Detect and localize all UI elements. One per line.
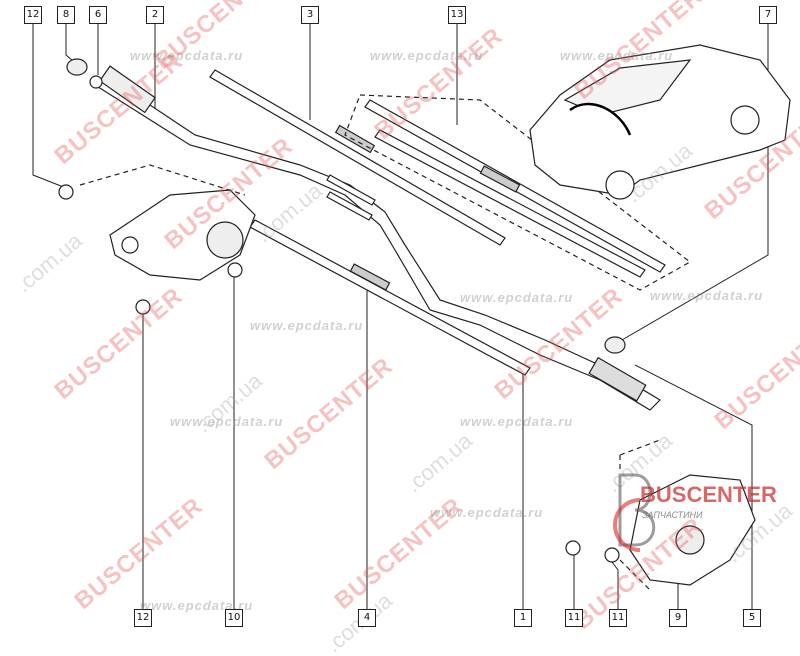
nut-12-top	[58, 184, 74, 200]
callout-top-8: 8	[57, 6, 75, 24]
callout-top-2: 2	[146, 6, 164, 24]
logo-name: BUSCENTER	[640, 482, 777, 507]
callout-bottom-12: 12	[134, 609, 152, 627]
nut-6	[89, 75, 103, 89]
callout-top-7: 7	[759, 6, 777, 24]
nut-11	[604, 547, 620, 563]
car-illustration	[529, 44, 791, 200]
bolt-11	[565, 540, 581, 556]
callout-top-12: 12	[24, 6, 42, 24]
wiper-motor-9	[619, 439, 756, 591]
small-linkage	[326, 174, 376, 221]
wiper-blade-3	[209, 69, 506, 246]
callout-top-3: 3	[301, 6, 319, 24]
cap-7	[604, 336, 626, 354]
callout-bottom-5: 5	[743, 609, 761, 627]
leader-line	[611, 561, 619, 610]
callout-top-13: 13	[448, 6, 466, 24]
callout-bottom-10: 10	[225, 609, 243, 627]
wiper-blade-4	[249, 219, 531, 376]
callout-bottom-9: 9	[669, 609, 687, 627]
leader-line	[634, 364, 753, 610]
cap-8	[66, 58, 88, 76]
wiper-blade-set-13	[344, 94, 692, 291]
leader-line	[65, 23, 73, 61]
callout-top-6: 6	[89, 6, 107, 24]
callout-bottom-4: 4	[358, 609, 376, 627]
bolt-12	[135, 299, 151, 315]
leader-line	[32, 23, 67, 189]
callout-bottom-11: 11	[609, 609, 627, 627]
callout-bottom-1: 1	[514, 609, 532, 627]
wiper-motor-linkage	[79, 164, 256, 281]
logo-subtitle: ЗАПЧАСТИНИ	[642, 510, 703, 520]
buscenter-logo: BUSCENTER ЗАПЧАСТИНИ	[610, 470, 790, 560]
callout-bottom-11: 11	[565, 609, 583, 627]
